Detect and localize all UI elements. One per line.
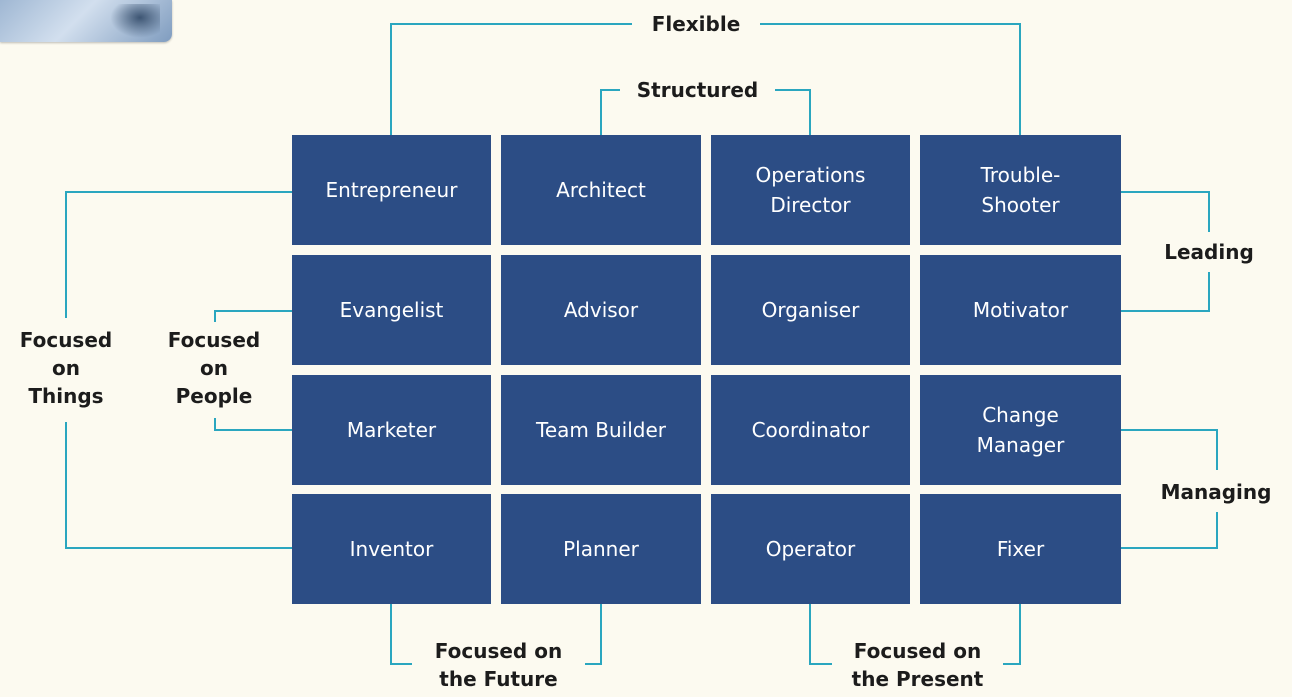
cell-architect: Architect [501,135,701,245]
flexible-bracket-left [390,23,632,135]
cell-motivator: Motivator [920,255,1121,365]
structured-bracket-left [600,89,620,135]
cell-change-manager: Change Manager [920,375,1121,485]
managing-bracket-top [1121,429,1218,470]
label-focused-on-present: Focused on the Present [851,639,984,691]
header-thumbnail-image [0,0,172,42]
cell-operations-director: Operations Director [711,135,910,245]
label-managing: Managing [1160,480,1272,504]
label-structured: Structured [636,78,759,102]
future-bracket-left [390,604,412,665]
cell-organiser: Organiser [711,255,910,365]
cell-marketer: Marketer [292,375,491,485]
cell-team-builder: Team Builder [501,375,701,485]
leading-bracket-bottom [1121,272,1210,312]
flexible-bracket-right [760,23,1021,135]
people-bracket-top [214,310,292,322]
cell-planner: Planner [501,494,701,604]
things-bracket-top [65,191,292,318]
managing-bracket-bottom [1121,512,1218,549]
cell-trouble-shooter: Trouble- Shooter [920,135,1121,245]
cell-entrepreneur: Entrepreneur [292,135,491,245]
cell-evangelist: Evangelist [292,255,491,365]
label-leading: Leading [1164,240,1254,264]
future-bracket-right [585,604,602,665]
leading-bracket-top [1121,191,1210,232]
label-focused-on-people: Focused on People [167,328,261,408]
label-focused-on-future: Focused on the Future [434,639,563,691]
present-bracket-left [809,604,832,665]
present-bracket-right [1003,604,1021,665]
structured-bracket-right [775,89,811,135]
cell-fixer: Fixer [920,494,1121,604]
cell-advisor: Advisor [501,255,701,365]
people-bracket-bottom [214,418,292,431]
things-bracket-bottom [65,422,292,549]
label-flexible: Flexible [651,12,741,36]
cell-operator: Operator [711,494,910,604]
label-focused-on-things: Focused on Things [19,328,113,408]
cell-inventor: Inventor [292,494,491,604]
cell-coordinator: Coordinator [711,375,910,485]
